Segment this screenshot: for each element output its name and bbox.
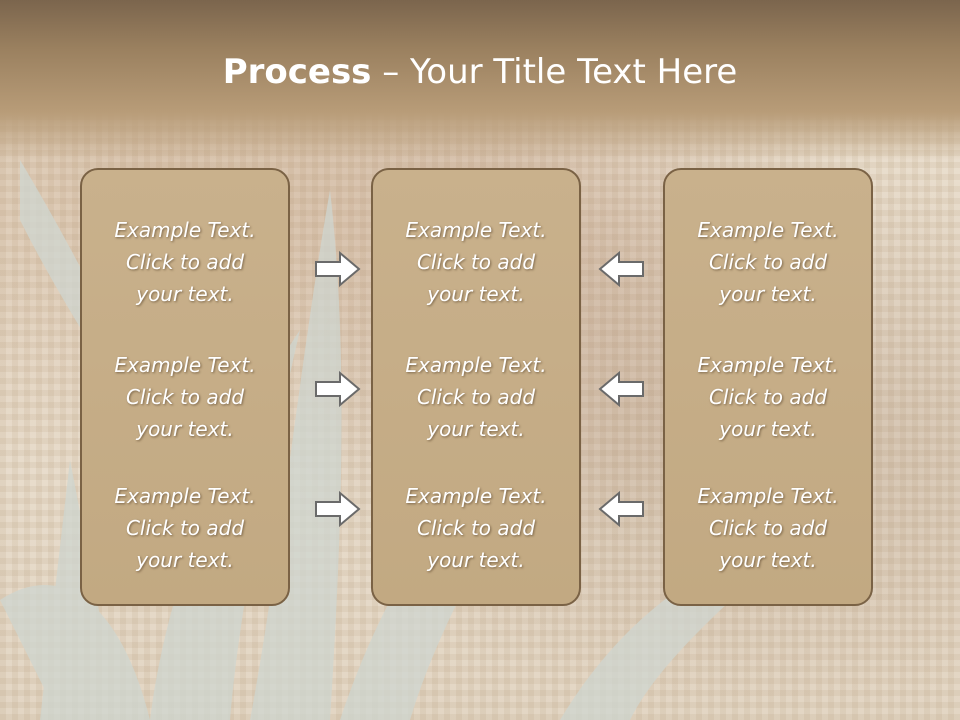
text-placeholder[interactable]: Example Text. Click to add your text. <box>405 484 547 572</box>
text-placeholder[interactable]: Example Text. Click to add your text. <box>697 484 839 572</box>
left-arrow-icon[interactable] <box>597 370 645 408</box>
process-box-1[interactable]: Example Text. Click to add your text. Ex… <box>80 168 290 606</box>
title-bold: Process <box>222 52 372 92</box>
title-rest: – Your Title Text Here <box>371 52 738 92</box>
process-box-3[interactable]: Example Text. Click to add your text. Ex… <box>663 168 873 606</box>
right-arrow-icon[interactable] <box>314 490 362 528</box>
text-placeholder[interactable]: Example Text. Click to add your text. <box>405 353 547 441</box>
text-placeholder[interactable]: Example Text. Click to add your text. <box>697 353 839 441</box>
header-band <box>0 0 960 160</box>
text-placeholder[interactable]: Example Text. Click to add your text. <box>697 218 839 306</box>
left-arrow-icon[interactable] <box>597 250 645 288</box>
right-arrow-icon[interactable] <box>314 370 362 408</box>
process-box-2[interactable]: Example Text. Click to add your text. Ex… <box>371 168 581 606</box>
right-arrow-icon[interactable] <box>314 250 362 288</box>
slide-title[interactable]: Process – Your Title Text Here <box>0 52 960 92</box>
left-arrow-icon[interactable] <box>597 490 645 528</box>
text-placeholder[interactable]: Example Text. Click to add your text. <box>114 484 256 572</box>
text-placeholder[interactable]: Example Text. Click to add your text. <box>405 218 547 306</box>
text-placeholder[interactable]: Example Text. Click to add your text. <box>114 218 256 306</box>
text-placeholder[interactable]: Example Text. Click to add your text. <box>114 353 256 441</box>
